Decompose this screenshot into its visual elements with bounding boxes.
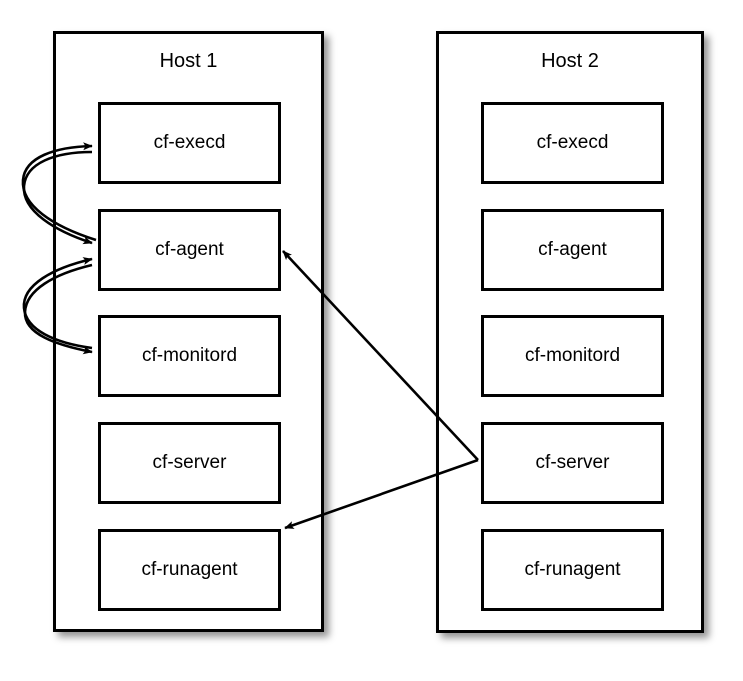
host-1-component-cf-execd[interactable]: cf-execd — [98, 102, 281, 184]
component-label: cf-runagent — [524, 559, 621, 580]
host-2-component-cf-monitord[interactable]: cf-monitord — [481, 315, 664, 397]
host-2-component-cf-agent[interactable]: cf-agent — [481, 209, 664, 291]
host-1-component-cf-runagent[interactable]: cf-runagent — [98, 529, 281, 611]
host-2-title: Host 2 — [541, 50, 599, 72]
host-2-container: Host 2 cf-execd cf-agent cf-monitord cf-… — [436, 31, 704, 633]
component-label: cf-execd — [536, 132, 609, 153]
component-label: cf-monitord — [141, 345, 238, 366]
component-label: cf-monitord — [524, 345, 621, 366]
host-2-component-cf-server[interactable]: cf-server — [481, 422, 664, 504]
host-1-container: Host 1 cf-execd cf-agent cf-monitord cf-… — [53, 31, 324, 632]
host-2-component-cf-runagent[interactable]: cf-runagent — [481, 529, 664, 611]
component-label: cf-agent — [538, 239, 607, 260]
host-1-component-cf-agent[interactable]: cf-agent — [98, 209, 281, 291]
host-1-component-cf-monitord[interactable]: cf-monitord — [98, 315, 281, 397]
host-2-component-cf-execd[interactable]: cf-execd — [481, 102, 664, 184]
host-1-component-cf-server[interactable]: cf-server — [98, 422, 281, 504]
host-1-title: Host 1 — [159, 50, 218, 72]
component-label: cf-agent — [155, 239, 224, 260]
component-label: cf-server — [152, 452, 227, 473]
component-label: cf-execd — [153, 132, 226, 153]
component-label: cf-server — [535, 452, 610, 473]
component-label: cf-runagent — [141, 559, 238, 580]
